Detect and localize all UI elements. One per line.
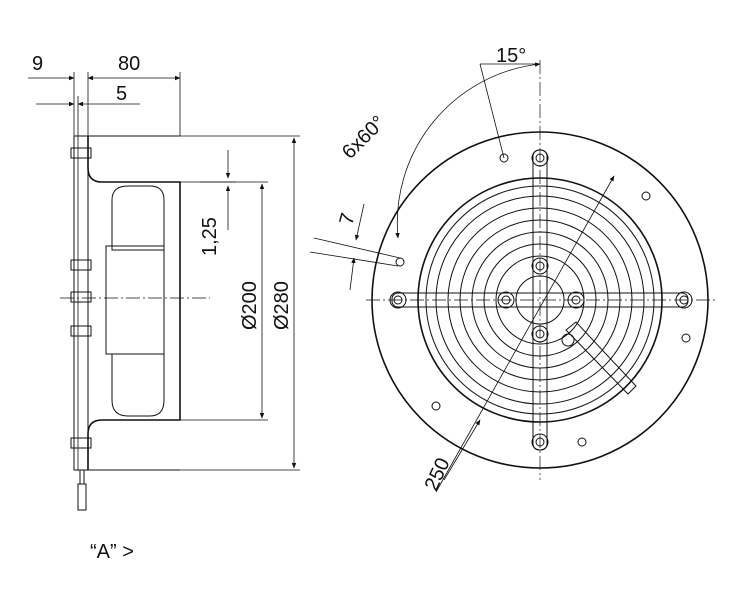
dim-hole-size: 7 <box>336 211 360 227</box>
fan-blade-lower <box>111 353 165 417</box>
dim-angle-top: 15° <box>496 45 526 67</box>
motor <box>105 245 165 355</box>
mounting-plate <box>73 135 89 471</box>
terminal-cable <box>565 321 637 395</box>
dim-offset: 5 <box>116 83 127 105</box>
dim-bolt-circle: 250 <box>421 455 455 495</box>
front-view: 15° 6x60° 7 250 <box>309 45 718 495</box>
view-label: “A” > <box>90 541 134 563</box>
dim-flange: 9 <box>32 53 43 75</box>
dim-inner-diameter: Ø200 <box>239 281 261 330</box>
plate-bolts <box>70 147 92 449</box>
fan-housing <box>87 136 181 470</box>
dim-depth: 80 <box>118 53 140 75</box>
dim-gap: 1,25 <box>199 217 221 256</box>
dim-outer-diameter: Ø280 <box>271 281 293 330</box>
side-view: 9 80 5 1,25 Ø200 Ø280 “A” > <box>28 53 300 563</box>
fan-blade-upper <box>111 185 165 251</box>
mounting-holes <box>395 153 691 447</box>
hole-pattern-arc <box>395 62 541 239</box>
cable <box>77 470 87 511</box>
dim-hole-pattern: 6x60° <box>338 112 390 164</box>
